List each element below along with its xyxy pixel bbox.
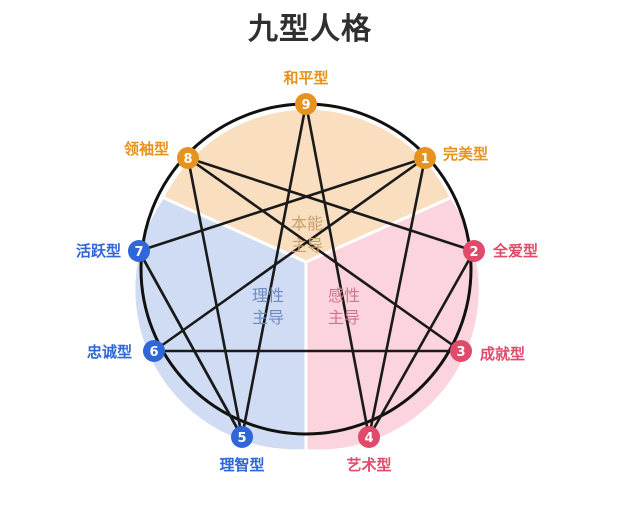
divider-left <box>163 196 307 264</box>
thinking-line1: 理性 <box>252 286 284 305</box>
svg-text:5: 5 <box>237 431 246 446</box>
center-labels: 本能 主导 理性 主导 感性 主导 <box>252 214 360 327</box>
type-node-1: 1 <box>414 147 436 169</box>
type-label-5: 理智型 <box>219 456 264 474</box>
type-label-6: 忠诚型 <box>87 343 132 361</box>
type-label-2: 全爱型 <box>492 242 538 260</box>
svg-text:1: 1 <box>420 152 429 167</box>
type-node-4: 4 <box>358 426 380 448</box>
type-node-7: 7 <box>128 240 150 262</box>
type-label-4: 艺术型 <box>346 456 391 474</box>
thinking-line2: 主导 <box>252 308 284 327</box>
divider-right <box>305 196 451 264</box>
svg-text:2: 2 <box>469 245 478 260</box>
type-label-9: 和平型 <box>283 69 328 87</box>
type-labels: 完美型 全爱型 成就型 艺术型 理智型 忠诚型 活跃型 领袖型 和平型 <box>76 69 538 474</box>
type-label-1: 完美型 <box>443 145 488 163</box>
svg-text:9: 9 <box>301 98 310 113</box>
type-node-5: 5 <box>231 426 253 448</box>
type-node-2: 2 <box>463 240 485 262</box>
svg-text:7: 7 <box>134 245 143 260</box>
svg-text:4: 4 <box>364 431 373 446</box>
connection-lines <box>137 103 476 438</box>
type-node-3: 3 <box>450 340 472 362</box>
page-title: 九型人格 <box>248 12 372 47</box>
feeling-line1: 感性 <box>328 286 360 305</box>
sector-instinct <box>164 109 450 262</box>
type-label-7: 活跃型 <box>76 242 121 260</box>
type-label-3: 成就型 <box>480 345 525 363</box>
svg-text:6: 6 <box>149 345 158 360</box>
type-node-9: 9 <box>295 93 317 115</box>
type-node-6: 6 <box>143 340 165 362</box>
svg-text:8: 8 <box>183 152 192 167</box>
instinct-line1: 本能 <box>291 214 323 233</box>
svg-text:3: 3 <box>456 345 465 360</box>
instinct-line2: 主导 <box>291 236 323 255</box>
type-node-8: 8 <box>177 147 199 169</box>
type-label-8: 领袖型 <box>123 140 169 158</box>
feeling-line2: 主导 <box>328 308 360 327</box>
